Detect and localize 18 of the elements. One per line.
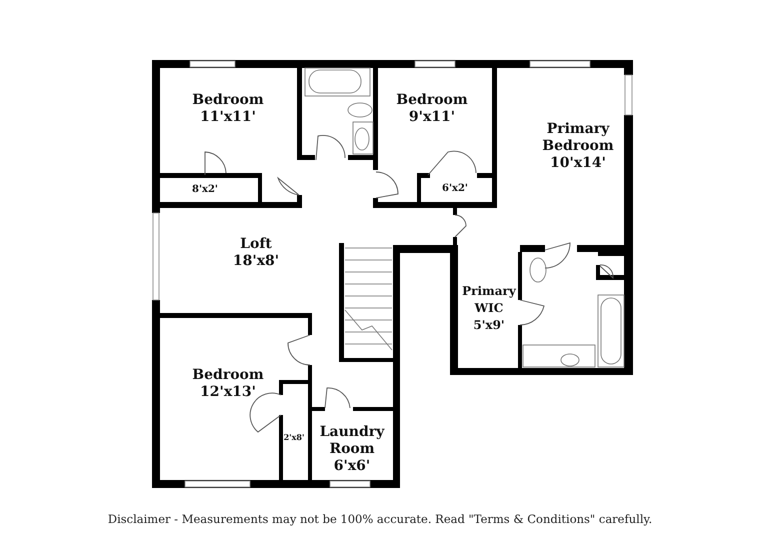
room-name: Primary Bedroom [541, 121, 615, 155]
room-dimensions: 6'x6' [334, 458, 370, 475]
room-name: Laundry Room [318, 424, 386, 458]
room-name: Primary WIC [461, 283, 518, 317]
room-dimensions: 18'x8' [232, 253, 280, 270]
room-dimensions: 11'x11' [200, 109, 256, 126]
room-name: Loft [240, 236, 272, 253]
room-name: Bedroom [396, 92, 468, 109]
room-dimensions: 5'x9' [473, 317, 505, 334]
room-dimensions: 12'x13' [200, 384, 256, 401]
disclaimer-note: Disclaimer - Measurements may not be 100% accurate. Read "Terms & Conditions" carefully. [108, 512, 652, 526]
room-dimensions: 8'x2' [192, 183, 218, 197]
room-dimensions: 10'x14' [550, 155, 606, 172]
room-name: Bedroom [192, 367, 264, 384]
room-dimensions: 6'x2' [442, 182, 468, 196]
room-dimensions: 2'x8' [284, 431, 304, 444]
room-dimensions: 9'x11' [408, 109, 456, 126]
room-name: Bedroom [192, 92, 264, 109]
